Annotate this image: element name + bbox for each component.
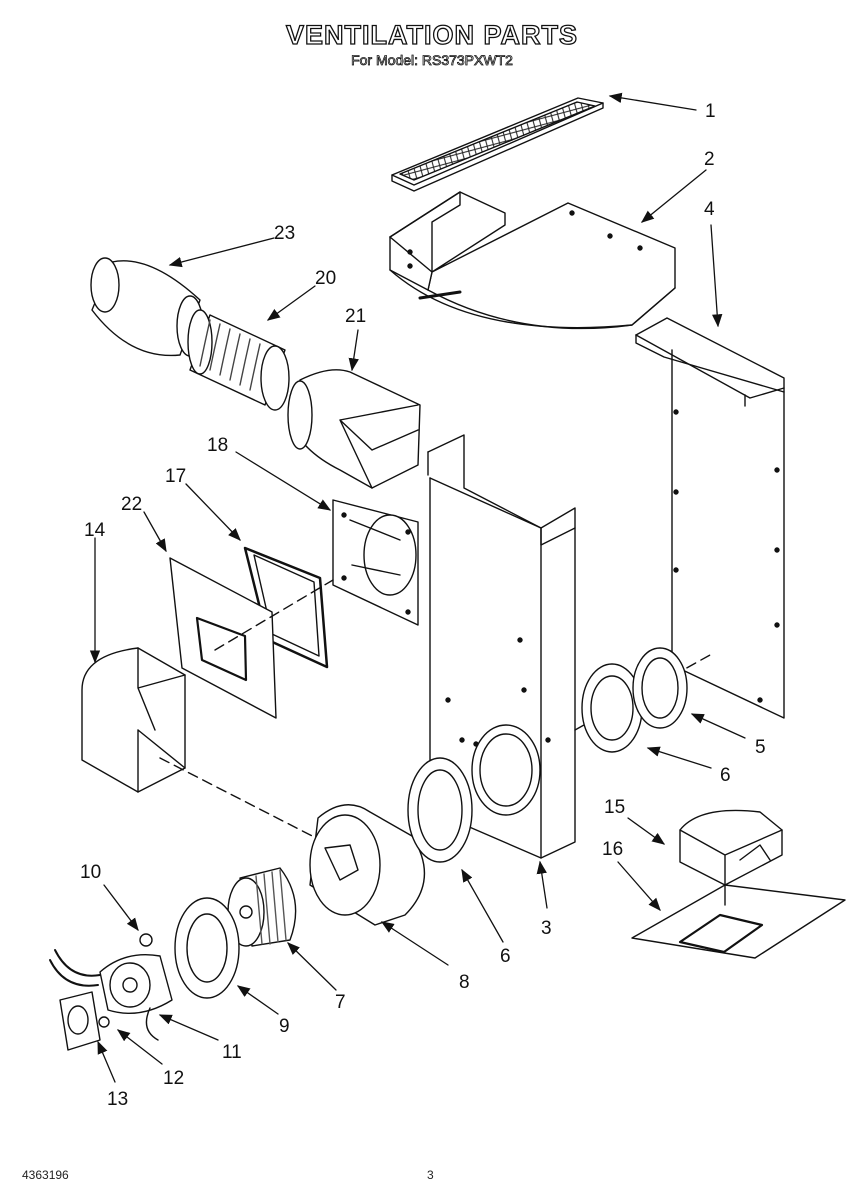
part-3-front-panel xyxy=(427,434,576,859)
callout-9: 9 xyxy=(279,1016,290,1037)
callout-numbers: 1 2 3 4 5 6 6 7 8 9 10 11 12 13 14 15 16… xyxy=(80,101,766,1110)
callout-15: 15 xyxy=(604,797,625,818)
part-6-ring-lower xyxy=(407,757,473,863)
part-20-flex-hose xyxy=(187,309,290,411)
page-number: 3 xyxy=(427,1168,434,1182)
callout-7: 7 xyxy=(335,992,346,1013)
part-6-ring-upper xyxy=(581,663,643,753)
part-8-blower-housing xyxy=(309,804,426,926)
part-18-flange xyxy=(332,499,419,626)
part-9-motor-gasket xyxy=(174,897,240,999)
part-16-baseplate xyxy=(631,884,846,959)
document-number: 4363196 xyxy=(22,1168,69,1182)
part-1-filter xyxy=(391,97,604,192)
part-21-transition-duct xyxy=(287,369,421,489)
callout-16: 16 xyxy=(602,839,623,860)
part-5-mount-ring xyxy=(632,647,688,729)
page-title: VENTILATION PARTS xyxy=(285,19,578,50)
callout-11: 11 xyxy=(222,1042,242,1063)
callout-12: 12 xyxy=(163,1068,184,1089)
leader-arrows xyxy=(89,92,746,1083)
part-11-wire xyxy=(145,1007,159,1041)
callout-8: 8 xyxy=(459,972,470,993)
callout-6-lower: 6 xyxy=(500,946,511,967)
part-motor-assembly xyxy=(49,933,173,1051)
part-22-plate xyxy=(169,557,277,719)
callout-14: 14 xyxy=(84,520,106,541)
part-12-screw xyxy=(98,1016,110,1028)
callout-6-upper: 6 xyxy=(720,765,731,786)
callout-18: 18 xyxy=(207,435,228,456)
callout-22: 22 xyxy=(121,494,142,515)
callout-17: 17 xyxy=(165,466,186,487)
callout-5: 5 xyxy=(755,737,766,758)
part-23-sleeve xyxy=(90,257,204,357)
callout-20: 20 xyxy=(315,268,336,289)
part-14-elbow xyxy=(81,647,186,793)
callout-3: 3 xyxy=(541,918,552,939)
part-7-blower-wheel xyxy=(227,867,297,947)
callout-10: 10 xyxy=(80,862,101,883)
callout-1: 1 xyxy=(705,101,716,122)
callout-21: 21 xyxy=(345,306,366,327)
callout-13: 13 xyxy=(107,1089,128,1110)
part-13-bracket xyxy=(59,991,101,1051)
part-4-back-panel xyxy=(635,317,785,719)
part-15-damper xyxy=(679,809,783,886)
callout-2: 2 xyxy=(704,149,715,170)
part-10-nut xyxy=(139,933,153,947)
part-2-top-duct xyxy=(389,191,676,330)
callout-23: 23 xyxy=(274,223,295,244)
callout-4: 4 xyxy=(704,199,715,220)
model-subtitle: For Model: RS373PXWT2 xyxy=(351,52,514,69)
